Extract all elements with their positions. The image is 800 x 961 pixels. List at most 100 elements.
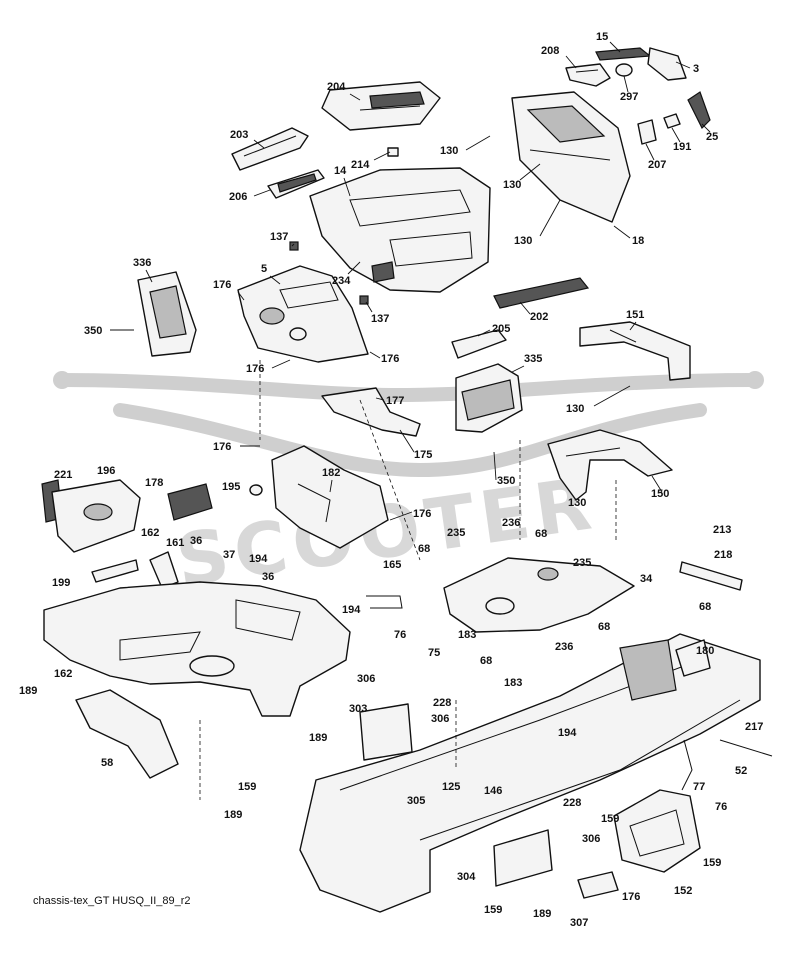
callout-176-f: 176 bbox=[622, 891, 640, 903]
part-77-spring bbox=[681, 739, 693, 791]
callout-25: 25 bbox=[706, 131, 718, 143]
callout-194-b: 194 bbox=[342, 604, 361, 616]
part-5-dashboard bbox=[237, 265, 369, 363]
part-307-cap bbox=[577, 871, 619, 899]
callout-159-a: 159 bbox=[238, 781, 256, 793]
callout-68-c: 68 bbox=[699, 601, 711, 613]
callout-304: 304 bbox=[457, 871, 476, 883]
part-196-console bbox=[51, 479, 141, 553]
callout-165: 165 bbox=[383, 559, 401, 571]
callout-189-d: 189 bbox=[533, 908, 551, 920]
part-151-bracket bbox=[579, 321, 691, 381]
part-303-plate bbox=[359, 703, 413, 761]
callout-191: 191 bbox=[673, 141, 691, 153]
part-203-side-panel bbox=[231, 127, 309, 171]
callout-137-a: 137 bbox=[270, 231, 288, 243]
part-15-emblem bbox=[595, 47, 652, 61]
assembly-lines bbox=[199, 360, 617, 800]
part-25-trim bbox=[687, 91, 711, 130]
callout-130-d: 130 bbox=[566, 403, 584, 415]
part-3-decal bbox=[647, 47, 687, 81]
callout-306-b: 306 bbox=[431, 713, 449, 725]
callout-221: 221 bbox=[54, 469, 72, 481]
callout-176-e: 176 bbox=[413, 508, 431, 520]
callout-76-a: 76 bbox=[394, 629, 406, 641]
callout-176-c: 176 bbox=[246, 363, 264, 375]
callout-58: 58 bbox=[101, 757, 113, 769]
callout-195: 195 bbox=[222, 481, 240, 493]
callout-36-a: 36 bbox=[190, 535, 202, 547]
callout-77: 77 bbox=[693, 781, 705, 793]
part-207-light-socket bbox=[637, 119, 657, 145]
callout-68-d: 68 bbox=[598, 621, 610, 633]
callout-150: 150 bbox=[651, 488, 669, 500]
callout-207: 207 bbox=[648, 159, 666, 171]
callout-307: 307 bbox=[570, 917, 588, 929]
callout-146: 146 bbox=[484, 785, 502, 797]
part-208-headlight-lens bbox=[565, 63, 611, 87]
part-152-footrest bbox=[613, 789, 701, 873]
callout-228-b: 228 bbox=[563, 797, 581, 809]
part-297-bulb bbox=[615, 63, 633, 77]
part-165-rod bbox=[366, 595, 403, 609]
callout-213: 213 bbox=[713, 524, 731, 536]
callout-labels: 15 208 3 297 25 204 203 130 191 207 214 … bbox=[19, 31, 763, 929]
callout-189-a: 189 bbox=[19, 685, 37, 697]
callout-125: 125 bbox=[442, 781, 460, 793]
callout-152: 152 bbox=[674, 885, 692, 897]
part-214-clip bbox=[387, 147, 399, 157]
callout-130-b: 130 bbox=[503, 179, 521, 191]
part-58-mount bbox=[75, 689, 179, 779]
callout-305: 305 bbox=[407, 795, 425, 807]
part-206-grille bbox=[267, 169, 325, 199]
part-195-knob bbox=[249, 484, 263, 496]
callout-159-b: 159 bbox=[601, 813, 619, 825]
callout-161: 161 bbox=[166, 537, 184, 549]
callout-189-b: 189 bbox=[309, 732, 327, 744]
callout-205: 205 bbox=[492, 323, 510, 335]
callout-151: 151 bbox=[626, 309, 644, 321]
callout-183-b: 183 bbox=[504, 677, 522, 689]
part-191-bracket bbox=[663, 113, 681, 129]
callout-194-a: 194 bbox=[249, 553, 268, 565]
callout-130-c: 130 bbox=[514, 235, 532, 247]
callout-176-b: 176 bbox=[381, 353, 399, 365]
callout-194-c: 194 bbox=[558, 727, 577, 739]
part-182-panel bbox=[271, 445, 389, 549]
part-336-side-cover bbox=[137, 271, 197, 357]
callout-137-b: 137 bbox=[371, 313, 389, 325]
part-204-hood-top bbox=[321, 81, 441, 131]
callout-217: 217 bbox=[745, 721, 763, 733]
callout-180: 180 bbox=[696, 645, 714, 657]
callout-189-c: 189 bbox=[224, 809, 242, 821]
callout-218: 218 bbox=[714, 549, 732, 561]
part-335-front-cover bbox=[455, 363, 523, 433]
leader-lines bbox=[110, 41, 711, 521]
callout-306-a: 306 bbox=[357, 673, 375, 685]
callout-162-b: 162 bbox=[54, 668, 72, 680]
callout-15: 15 bbox=[596, 31, 608, 43]
callout-130-e: 130 bbox=[568, 497, 586, 509]
callout-159-c: 159 bbox=[703, 857, 721, 869]
part-14-hood bbox=[309, 167, 491, 293]
callout-297: 297 bbox=[620, 91, 638, 103]
callout-203: 203 bbox=[230, 129, 248, 141]
callout-204: 204 bbox=[327, 81, 346, 93]
callout-68-e: 68 bbox=[480, 655, 492, 667]
part-34-seat-pan bbox=[443, 557, 635, 633]
part-137-clip-side bbox=[359, 295, 369, 305]
callout-176-a: 176 bbox=[213, 279, 231, 291]
callout-196: 196 bbox=[97, 465, 115, 477]
part-161-pedal-cover bbox=[149, 551, 179, 589]
part-178-vent bbox=[167, 483, 213, 521]
callout-335: 335 bbox=[524, 353, 542, 365]
callout-183-a: 183 bbox=[458, 629, 476, 641]
callout-176-d: 176 bbox=[213, 441, 231, 453]
callout-68-a: 68 bbox=[535, 528, 547, 540]
part-150-fender-shroud bbox=[547, 429, 673, 501]
callout-306-c: 306 bbox=[582, 833, 600, 845]
callout-336: 336 bbox=[133, 257, 151, 269]
callout-303: 303 bbox=[349, 703, 367, 715]
